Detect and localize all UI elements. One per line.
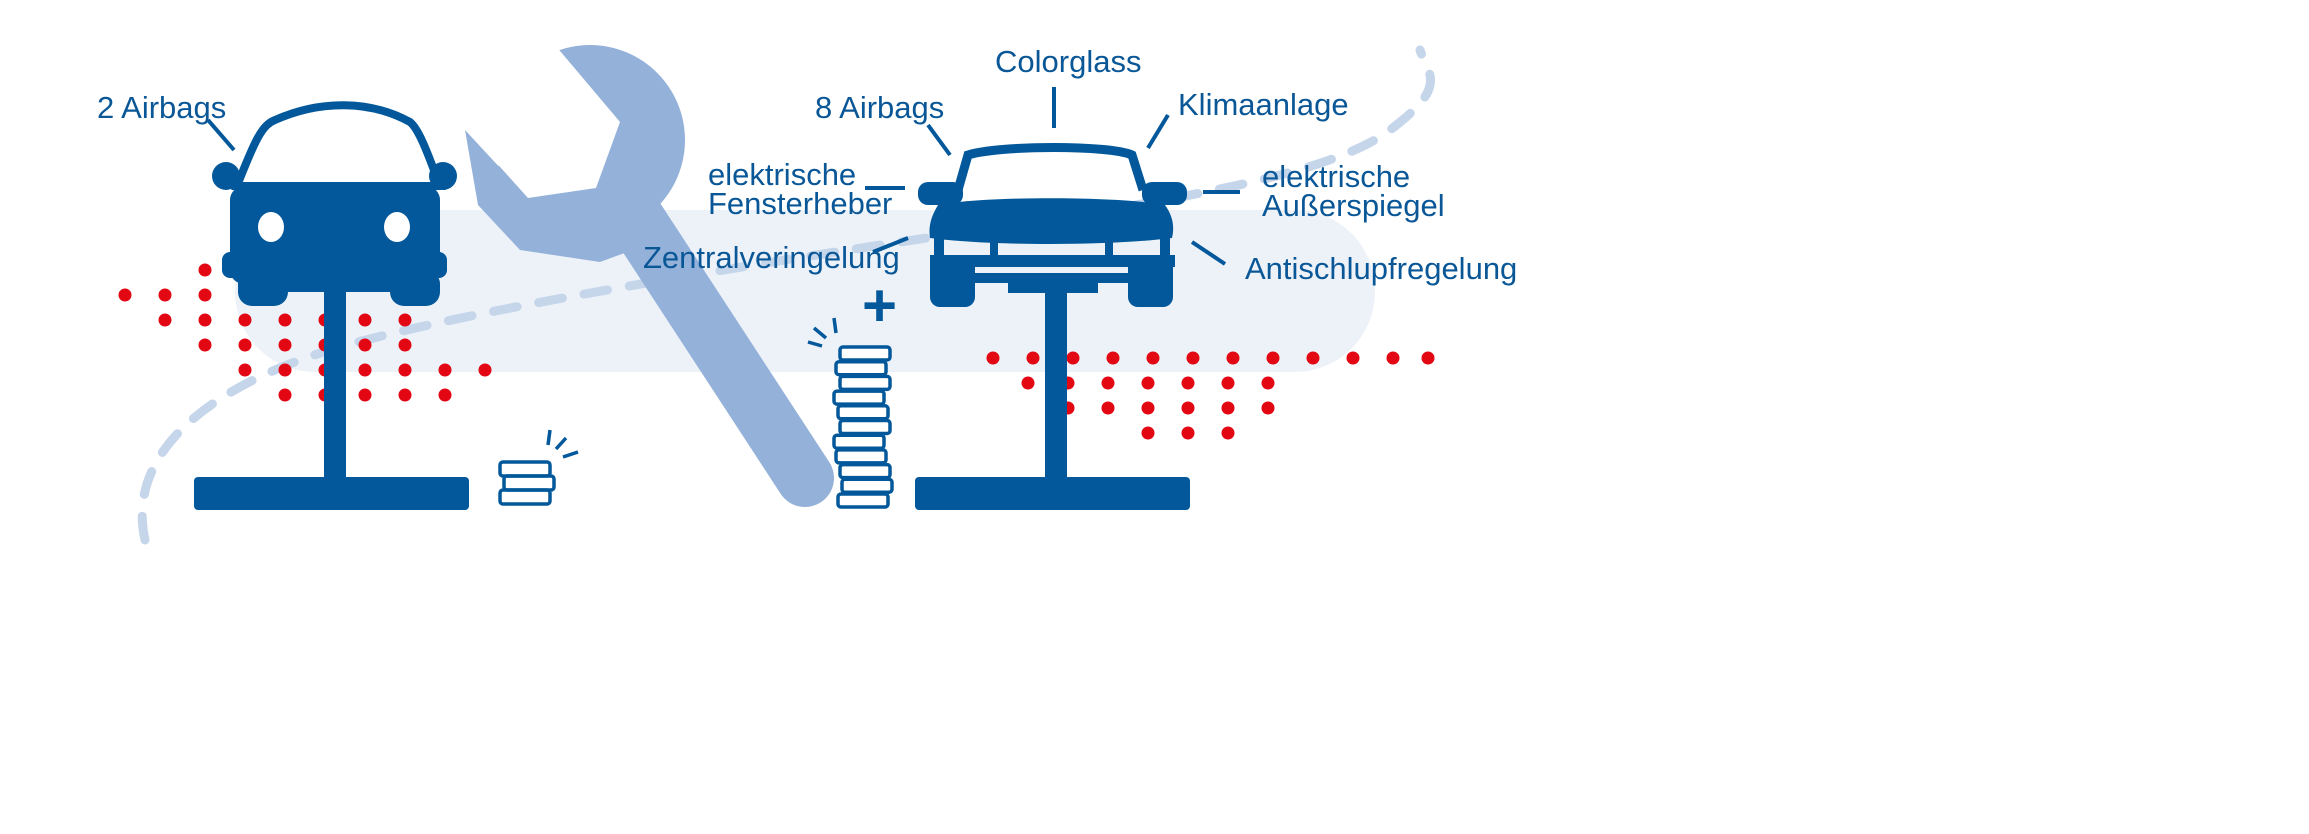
dot [398,388,412,402]
sparkle-lines [807,317,838,348]
coin [838,374,892,392]
dot [438,363,452,377]
dot [398,338,412,352]
dot [358,363,372,377]
coin [838,418,892,436]
dot [398,313,412,327]
left-car-icon [212,101,457,306]
dot [1181,401,1195,415]
large-coin-stack-icon [832,345,894,509]
dot [198,313,212,327]
dot [1221,426,1235,440]
dot [278,363,292,377]
plus-icon: + [862,272,897,339]
dot [198,288,212,302]
label-fensterheber-1: elektrische [708,157,856,192]
dot [358,313,372,327]
dot [1261,401,1275,415]
dot [1106,351,1120,365]
label-aussenspiegel-1: elektrische [1262,159,1410,194]
dot [1226,351,1240,365]
background-band [235,210,1375,372]
coin [836,492,890,509]
dot [1421,351,1435,365]
dot [358,338,372,352]
dot [1101,376,1115,390]
coin [836,404,890,421]
dot [438,388,452,402]
dot [238,313,252,327]
dot [158,313,172,327]
dot [278,313,292,327]
dot [1146,351,1160,365]
leader-line [206,118,236,152]
dot [1141,376,1155,390]
dot [1266,351,1280,365]
dashed-path [137,45,1435,545]
dot [1141,401,1155,415]
right-lift-icon [915,285,1190,510]
dot [198,263,212,277]
dot [1066,351,1080,365]
dot [478,363,492,377]
dot [1261,376,1275,390]
label-klimaanlage: Klimaanlage [1178,87,1349,122]
label-aussenspiegel-2: Außerspiegel [1262,188,1445,223]
dot [118,288,132,302]
dot [1186,351,1200,365]
dot [158,288,172,302]
label-8-airbags: 8 Airbags [815,90,944,125]
right-car-icon [918,143,1187,307]
dot [1306,351,1320,365]
dot [1221,376,1235,390]
wrench-icon [430,40,834,507]
dot [198,338,212,352]
dot [1221,401,1235,415]
small-coin-stack-icon [498,429,579,506]
dot [278,388,292,402]
dot [1026,351,1040,365]
coin [834,359,888,377]
dot [238,363,252,377]
coin [832,433,886,450]
leader-lines [865,87,1240,266]
dot [398,363,412,377]
coin [838,345,892,362]
coin [832,389,886,406]
dot [278,338,292,352]
label-2-airbags: 2 Airbags [97,90,226,125]
coin [834,448,888,465]
dot [1181,376,1195,390]
dot [1386,351,1400,365]
dot [358,388,372,402]
dot [1346,351,1360,365]
label-antischlupfregelung: Antischlupfregelung [1245,251,1517,286]
label-fensterheber-2: Fensterheber [708,186,892,221]
coin [838,462,892,480]
red-dots [118,263,1435,440]
label-zentralveriegelung: Zentralveringelung [643,240,900,275]
coin [840,477,894,495]
dot [986,351,1000,365]
dot [238,338,252,352]
label-colorglass: Colorglass [995,44,1141,79]
dot [1141,426,1155,440]
dot [1181,426,1195,440]
dot [1021,376,1035,390]
dot [1101,401,1115,415]
left-lift-icon [194,280,469,510]
